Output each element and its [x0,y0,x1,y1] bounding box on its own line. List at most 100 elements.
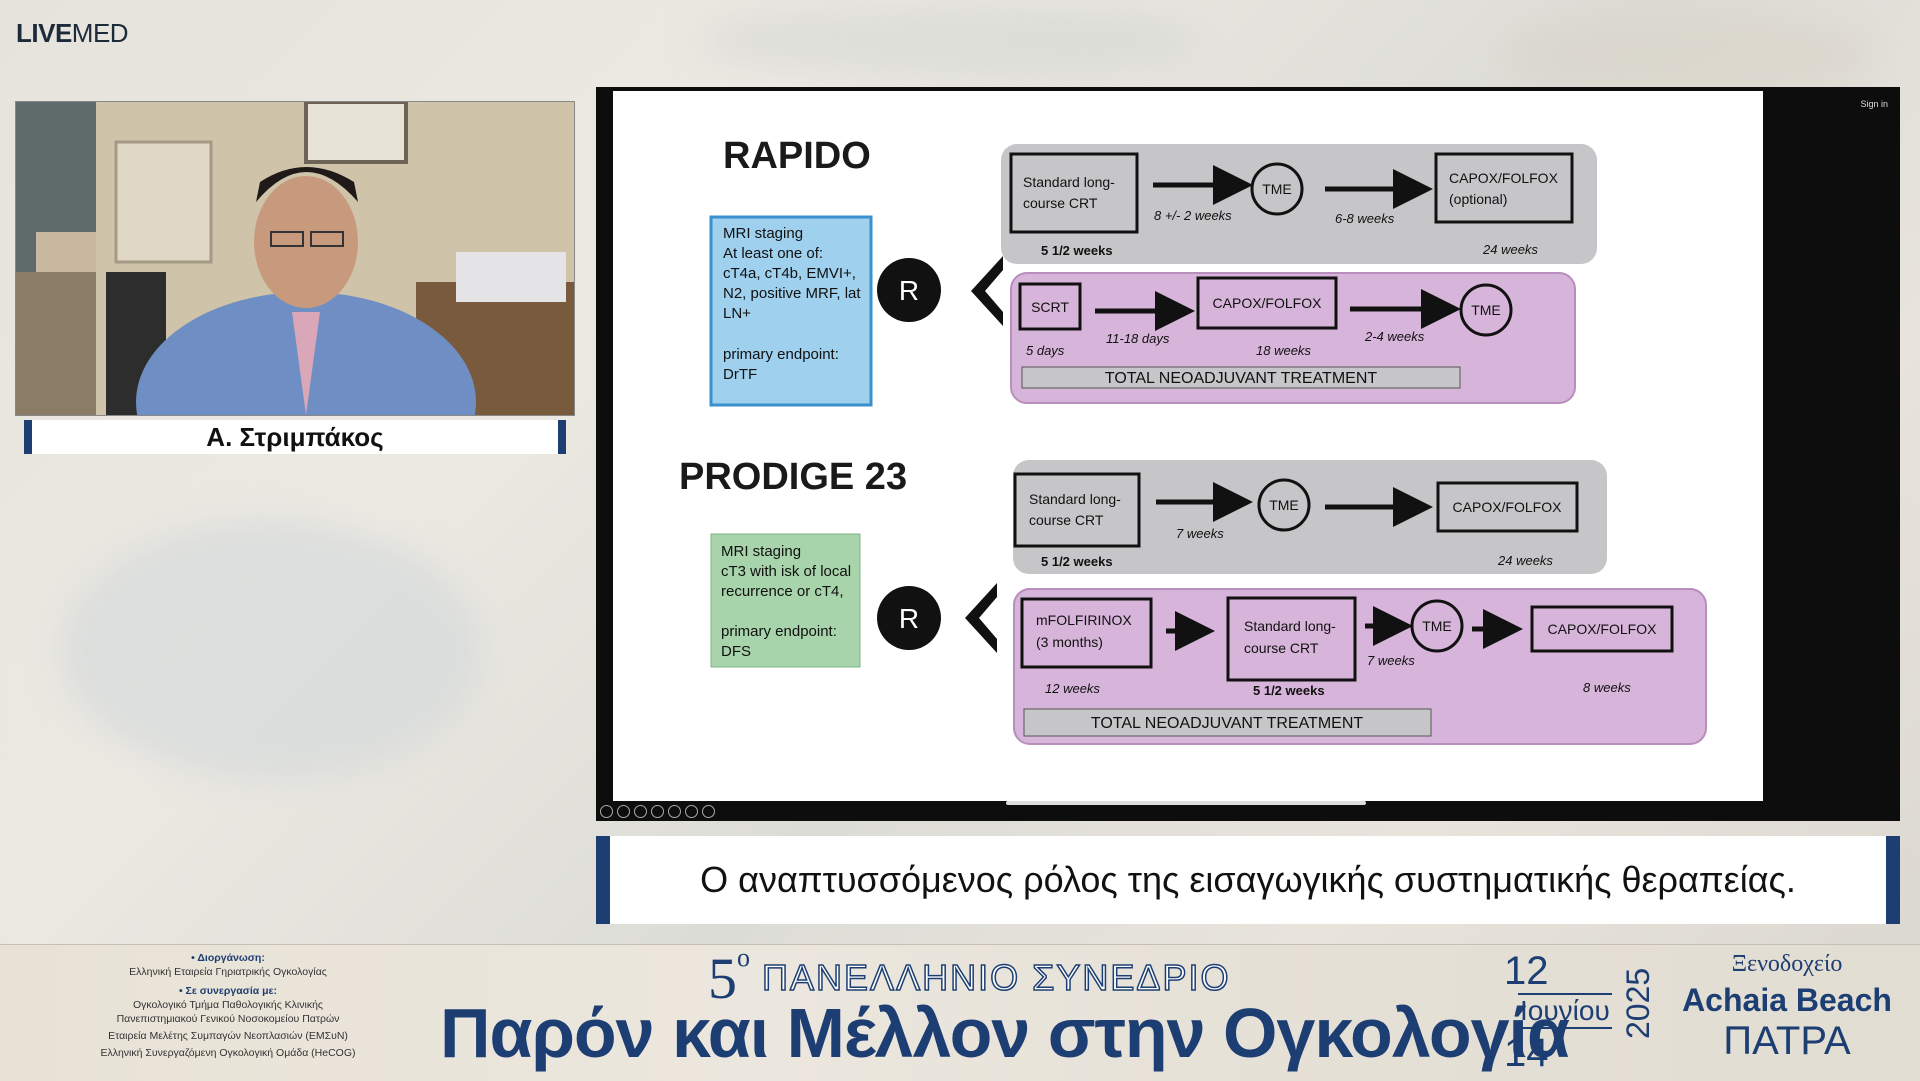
prodige-capox-box [1436,481,1579,533]
prev-slide-icon[interactable] [600,804,613,818]
prodige-crt-box [1226,596,1357,682]
rapido-branch-chevron [971,256,1003,326]
speaker-video-frame [16,102,574,415]
prodige-capox-label: CAPOX/FOLFOX [1548,621,1658,637]
prodige-randomization-label: R [899,603,919,634]
congress-subtitle: ΠΑΝΕΛΛΗΝΙΟ ΣΥΝΕΔΡΙΟ [761,956,1231,999]
slide-control-bar [596,801,740,821]
prodige-capox-box [1530,605,1674,653]
rapido-capox-box [1434,152,1574,224]
captions-icon[interactable] [651,804,664,818]
slide-scrollbar[interactable] [1006,801,1366,805]
event-footer: • Διοργάνωση: Ελληνική Εταιρεία Γηριατρι… [0,943,1920,1081]
congress-dates: 12 Ιουνίου 14 2025 [1504,949,1656,1077]
rapido-scrt-label: SCRT [1031,299,1069,315]
rapido-duration-label: 18 weeks [1256,343,1311,358]
date-month: Ιουνίου [1518,993,1612,1029]
prodige-mfolfirinox-label: (3 months) [1036,634,1103,650]
prodige-crt-label: Standard long- [1244,618,1336,634]
background-texture [700,0,1200,80]
svg-text:MRI staging: MRI staging [723,225,803,242]
rapido-duration-label: 5 days [1026,343,1065,358]
partner-name: Εταιρεία Μελέτης Συμπαγών Νεοπλασιών (ΕΜ… [108,1030,348,1042]
pen-icon[interactable] [617,804,630,818]
rapido-interval-label: 8 +/- 2 weeks [1154,208,1232,223]
screen-icon[interactable] [668,804,681,818]
venue-name: Achaia Beach [1682,982,1892,1018]
rapido-randomization-label: R [899,275,919,306]
prodige-tnt-bar [1023,708,1432,737]
rapido-interval-label: 11-18 days [1106,331,1170,346]
venue-label: Ξενοδοχείο [1731,951,1843,977]
svg-text:N2, positive MRF, lat: N2, positive MRF, lat [723,285,861,302]
rapido-criteria-box [709,215,873,407]
organizer-header: • Διοργάνωση: [191,952,265,964]
svg-text:DFS: DFS [721,643,751,660]
svg-text:At least one of:: At least one of: [723,245,823,262]
prodige-tme-label: TME [1422,618,1452,634]
congress-number: 5ο [708,943,750,1011]
rapido-tme-circle [1459,283,1513,337]
svg-text:LN+: LN+ [723,305,751,322]
prodige-crt-label: course CRT [1244,640,1319,656]
prodige-tme-label: TME [1269,497,1299,513]
rapido-tme-circle [1250,162,1304,216]
venue-block: Ξενοδοχείο Achaia Beach ΠΑΤΡΑ [1672,951,1902,1064]
rapido-tme-label: TME [1471,302,1501,318]
livemed-logo: LIVEMED [16,18,129,48]
rapido-duration-label: 24 weeks [1482,242,1538,257]
next-slide-icon[interactable] [702,804,715,818]
svg-text:MRI staging: MRI staging [721,543,801,560]
rapido-crt-label: Standard long- [1023,174,1115,190]
date-end: 14 [1504,1031,1549,1075]
rapido-tme-label: TME [1262,181,1292,197]
prodige-tme-circle [1410,599,1464,653]
prodige-capox-label: CAPOX/FOLFOX [1453,499,1563,515]
speaker-nameplate: Α. Στριμπάκος [24,420,566,454]
rapido-interval-label: 2-4 weeks [1364,329,1425,344]
talk-title-caption: Ο αναπτυσσόμενος ρόλος της εισαγωγικής σ… [596,836,1900,924]
zoom-icon[interactable] [634,804,647,818]
rapido-crt-label: course CRT [1023,195,1098,211]
slide-diagram: RAPIDO MRI staging At least one of: cT4a… [679,135,1707,745]
prodige-title: PRODIGE 23 [679,456,907,498]
prodige-interval-label: 7 weeks [1367,653,1415,668]
prodige-crt-box [1013,472,1141,548]
rapido-crt-box [1009,152,1139,234]
date-year: 2025 [1620,967,1656,1039]
rapido-randomization-circle [877,258,941,322]
more-icon[interactable] [685,804,698,818]
organizers-block: • Διοργάνωση: Ελληνική Εταιρεία Γηριατρι… [88,951,368,1060]
svg-text:cT3 with isk of local: cT3 with isk of local [721,563,851,580]
talk-title: Ο αναπτυσσόμενος ρόλος της εισαγωγικής σ… [700,859,1796,900]
prodige-duration-label: 8 weeks [1583,680,1631,695]
rapido-criteria-text: MRI staging At least one of: cT4a, cT4b,… [723,225,861,383]
rapido-scrt-box [1018,282,1082,331]
prodige-control-arm [1013,460,1607,574]
rapido-tnt-label: TOTAL NEOADJUVANT TREATMENT [1105,370,1378,387]
date-start: 12 [1504,949,1549,993]
prodige-interval-label: 7 weeks [1176,526,1224,541]
prodige-tnt-label: TOTAL NEOADJUVANT TREATMENT [1091,715,1364,732]
prodige-mfolfirinox-box [1020,597,1153,669]
svg-text:DrTF: DrTF [723,366,757,383]
speaker-name: Α. Στριμπάκος [206,421,384,452]
rapido-title: RAPIDO [723,135,871,177]
rapido-tnt-bar [1021,366,1461,389]
partner-name: Ογκολογικό Τμήμα Παθολογικής Κλινικής [133,999,323,1011]
prodige-branch-chevron [965,583,997,653]
partner-name: Ελληνική Συνεργαζόμενη Ογκολογική Ομάδα … [100,1047,356,1059]
background-texture [1500,10,1880,100]
partner-name: Πανεπιστημιακού Γενικού Νοσοκομείου Πατρ… [116,1013,340,1025]
prodige-criteria-text: MRI staging cT3 with isk of local recurr… [721,543,851,660]
signin-link[interactable]: Sign in [1860,99,1888,109]
rapido-capox-label: CAPOX/FOLFOX [1213,295,1323,311]
rapido-control-arm [1001,144,1597,264]
rapido-interval-label: 6-8 weeks [1335,211,1395,226]
rapido-duration-label: 5 1/2 weeks [1041,243,1113,258]
partner-header: • Σε συνεργασία με: [178,985,278,997]
prodige-duration-label: 12 weeks [1045,681,1100,696]
rapido-capox-box [1196,276,1338,330]
speaker-video [15,101,575,416]
svg-text:primary endpoint:: primary endpoint: [723,346,839,363]
